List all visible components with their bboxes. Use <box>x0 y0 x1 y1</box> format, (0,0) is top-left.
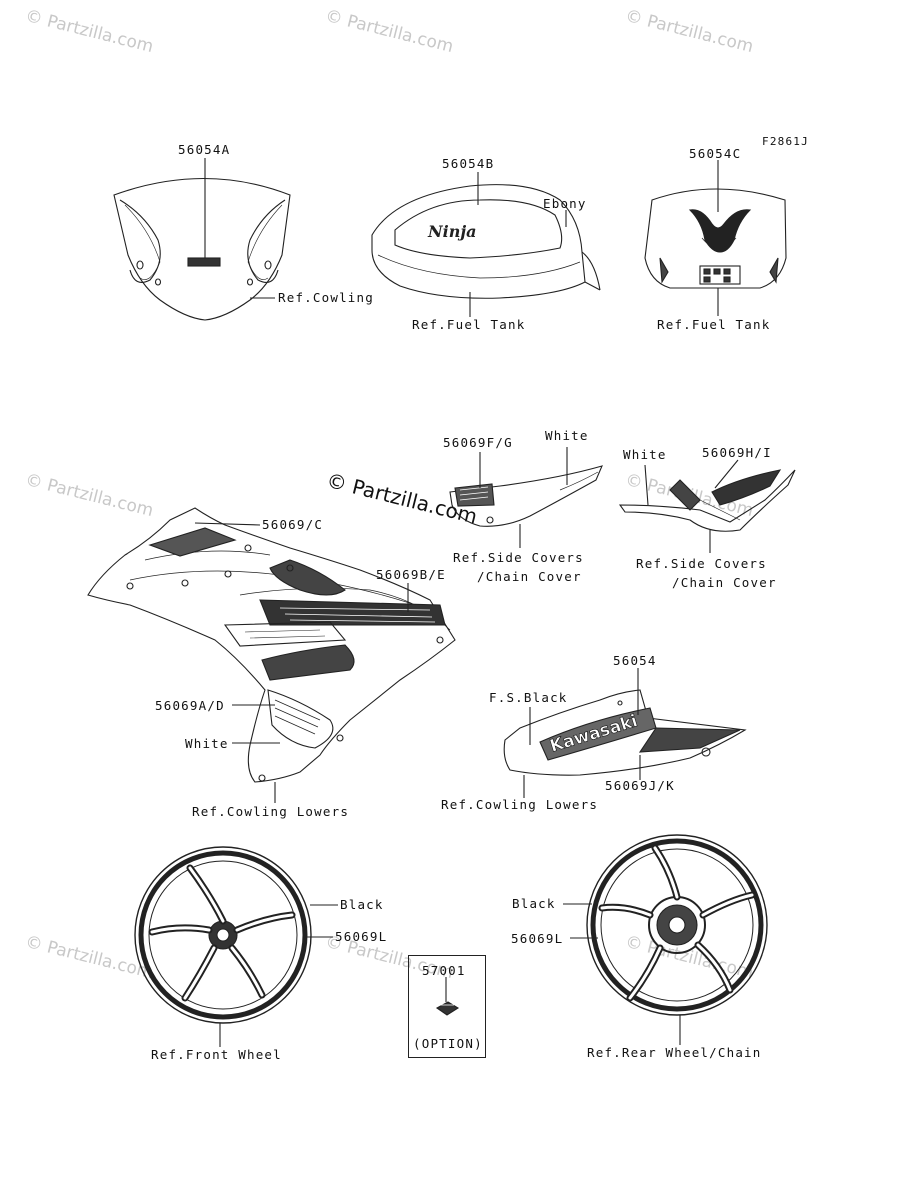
option-label: (OPTION) <box>413 1036 483 1051</box>
fuel-tank-part: Ninja <box>371 172 601 317</box>
side-cover-right-part <box>618 459 796 553</box>
ref-cowling-lowers-label: Ref.Cowling Lowers <box>441 797 599 812</box>
ref-rear-wheel-label: Ref.Rear Wheel/Chain <box>587 1045 762 1060</box>
kawasaki-decal-text: Kawasaki <box>548 711 640 757</box>
fs-black-label: F.S.Black <box>489 690 568 705</box>
ref-front-wheel-label: Ref.Front Wheel <box>151 1047 282 1062</box>
part-56054C-label[interactable]: 56054C <box>689 146 742 161</box>
white-color-label: White <box>623 447 667 462</box>
part-56054A-label[interactable]: 56054A <box>178 142 231 157</box>
ebony-label: Ebony <box>543 196 587 211</box>
part-56054B-label[interactable]: 56054B <box>442 156 495 171</box>
chain-cover-label: /Chain Cover <box>477 569 582 584</box>
windscreen-part <box>113 158 291 321</box>
white-color-label: White <box>545 428 589 443</box>
main-fairing-part <box>87 507 456 803</box>
part-56069HI-label[interactable]: 56069H/I <box>702 445 772 460</box>
front-wheel-part <box>134 846 338 1047</box>
ninja-decal-text: Ninja <box>427 222 477 241</box>
option-clip-part <box>435 977 460 1016</box>
part-56069FG-label[interactable]: 56069F/G <box>443 435 513 450</box>
black-color-label: Black <box>512 896 556 911</box>
tank-top-part <box>644 160 787 316</box>
part-56054-label[interactable]: 56054 <box>613 653 657 668</box>
white-color-label: White <box>185 736 229 751</box>
ref-fuel-tank-label: Ref.Fuel Tank <box>412 317 526 332</box>
chain-cover-label: /Chain Cover <box>672 575 777 590</box>
part-56069C-label[interactable]: 56069/C <box>262 517 324 532</box>
part-56069L-front-label[interactable]: 56069L <box>335 929 388 944</box>
option-box <box>408 955 486 1058</box>
black-color-label: Black <box>340 897 384 912</box>
part-56069JK-label[interactable]: 56069J/K <box>605 778 675 793</box>
side-cover-left-part <box>449 447 603 548</box>
part-56069AD-label[interactable]: 56069A/D <box>155 698 225 713</box>
ref-cowling-lowers-label: Ref.Cowling Lowers <box>192 804 350 819</box>
ref-cowling-label: Ref.Cowling <box>278 290 374 305</box>
ref-side-covers-label: Ref.Side Covers <box>636 556 767 571</box>
part-56069BE-label[interactable]: 56069B/E <box>376 567 446 582</box>
ref-fuel-tank-label: Ref.Fuel Tank <box>657 317 771 332</box>
part-56069L-rear-label[interactable]: 56069L <box>511 931 564 946</box>
diagram-code: F2861J <box>762 135 809 148</box>
rear-wheel-part <box>563 834 768 1045</box>
part-57001-label[interactable]: 57001 <box>422 963 466 978</box>
ref-side-covers-label: Ref.Side Covers <box>453 550 584 565</box>
